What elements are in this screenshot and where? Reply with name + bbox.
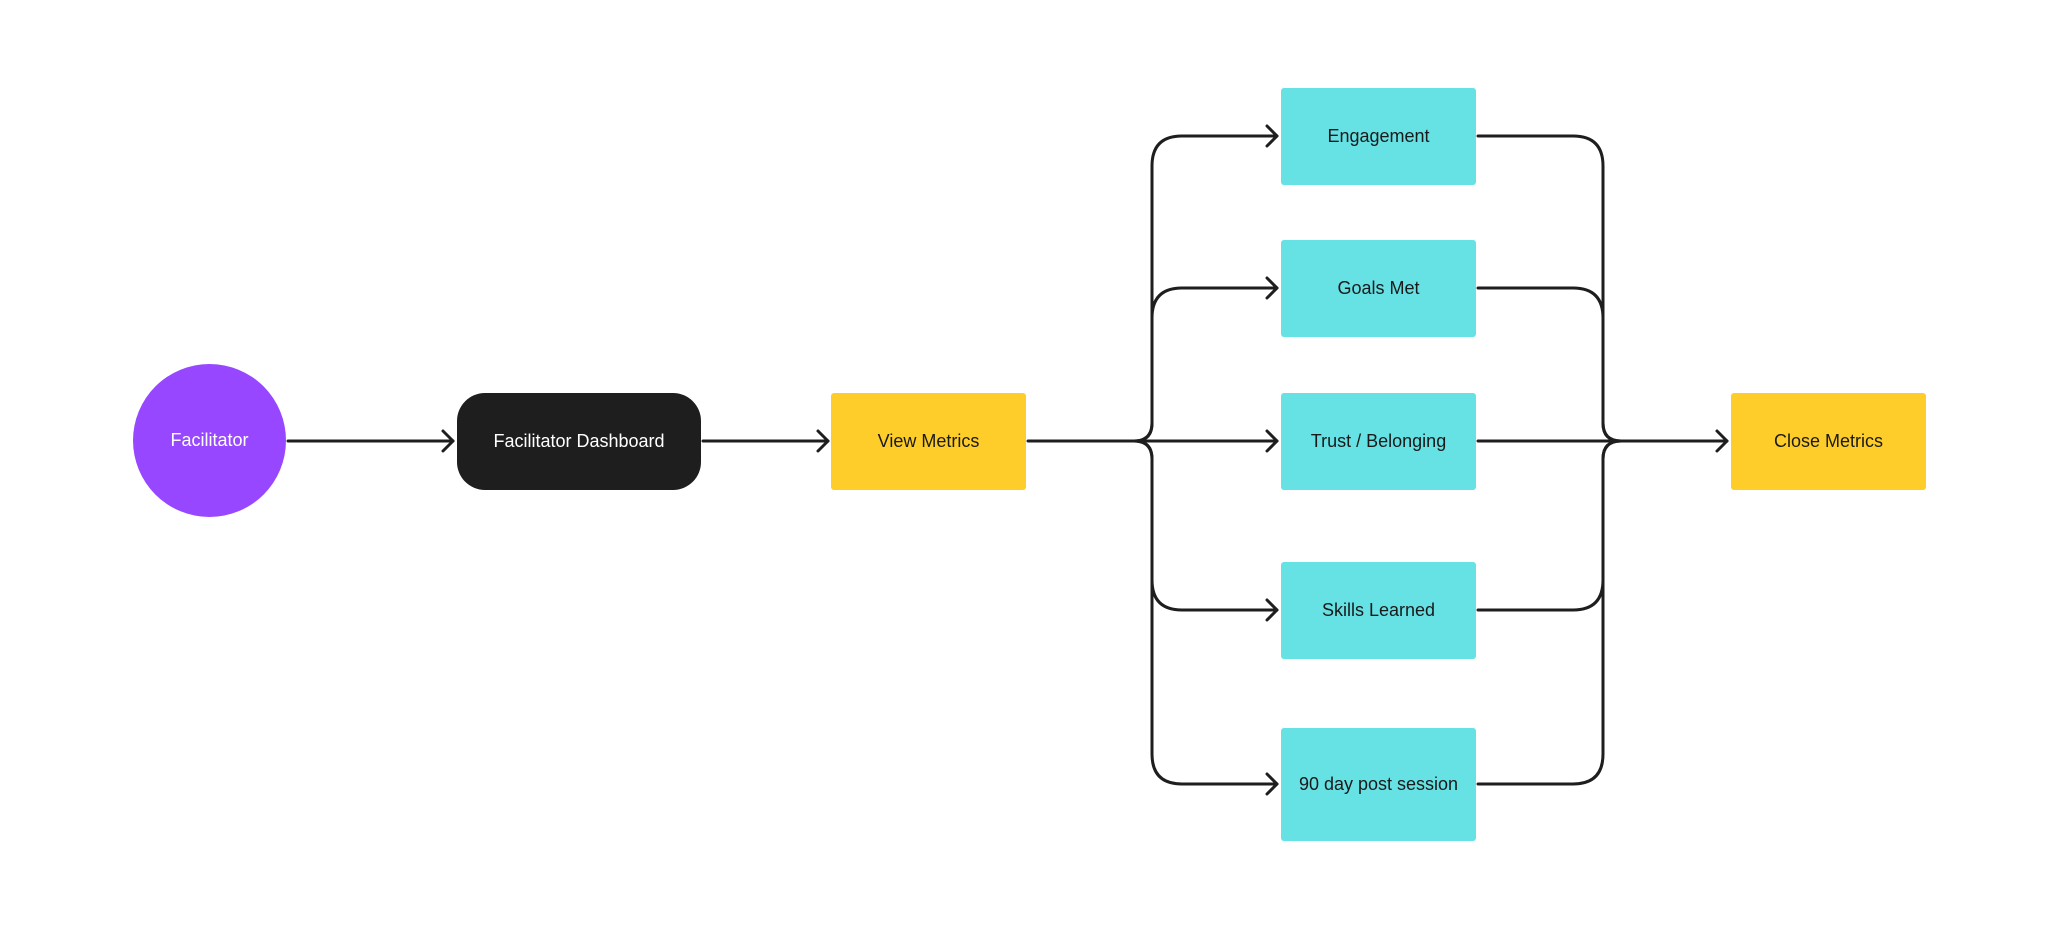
facilitator-dashboard-node[interactable]: Facilitator Dashboard (457, 393, 701, 490)
arrowhead-close-metrics (1715, 429, 1729, 453)
metric-label-trust-belonging: Trust / Belonging (1310, 431, 1447, 451)
connector-90-day-to-close (1476, 439, 1623, 786)
metric-node-goals-met[interactable]: Goals Met (1281, 240, 1476, 337)
metric-label-goals-met: Goals Met (1337, 278, 1420, 298)
arrowhead-skills (1265, 598, 1279, 622)
arrowhead-goals-met (1265, 276, 1279, 300)
connector-skills-to-close (1476, 439, 1623, 612)
arrowhead-engagement (1265, 124, 1279, 148)
metric-label-skills-learned: Skills Learned (1321, 600, 1436, 620)
close-metrics-node[interactable]: Close Metrics (1731, 393, 1926, 490)
metric-label-engagement: Engagement (1327, 126, 1430, 146)
facilitator-dashboard-label: Facilitator Dashboard (493, 431, 665, 451)
arrowhead-dashboard (441, 429, 455, 453)
metric-label-90-day-post-session: 90 day post session (1298, 774, 1459, 794)
facilitator-node[interactable]: Facilitator (133, 364, 286, 517)
connector-view-metrics-to-skills (1132, 439, 1279, 612)
connector-view-metrics-to-goals-met (1132, 286, 1279, 443)
close-metrics-label: Close Metrics (1773, 431, 1884, 451)
metric-node-90-day-post-session[interactable]: 90 day post session (1281, 728, 1476, 841)
metric-node-skills-learned[interactable]: Skills Learned (1281, 562, 1476, 659)
connector-view-metrics-to-90-day (1132, 439, 1279, 786)
arrowhead-90-day (1265, 772, 1279, 796)
connector-goals-met-to-close (1476, 286, 1623, 443)
view-metrics-node[interactable]: View Metrics (831, 393, 1026, 490)
view-metrics-label: View Metrics (877, 431, 980, 451)
metric-node-engagement[interactable]: Engagement (1281, 88, 1476, 185)
arrowhead-view-metrics (816, 429, 830, 453)
facilitator-label: Facilitator (170, 430, 249, 450)
metric-node-trust-belonging[interactable]: Trust / Belonging (1281, 393, 1476, 490)
arrowhead-trust (1265, 429, 1279, 453)
